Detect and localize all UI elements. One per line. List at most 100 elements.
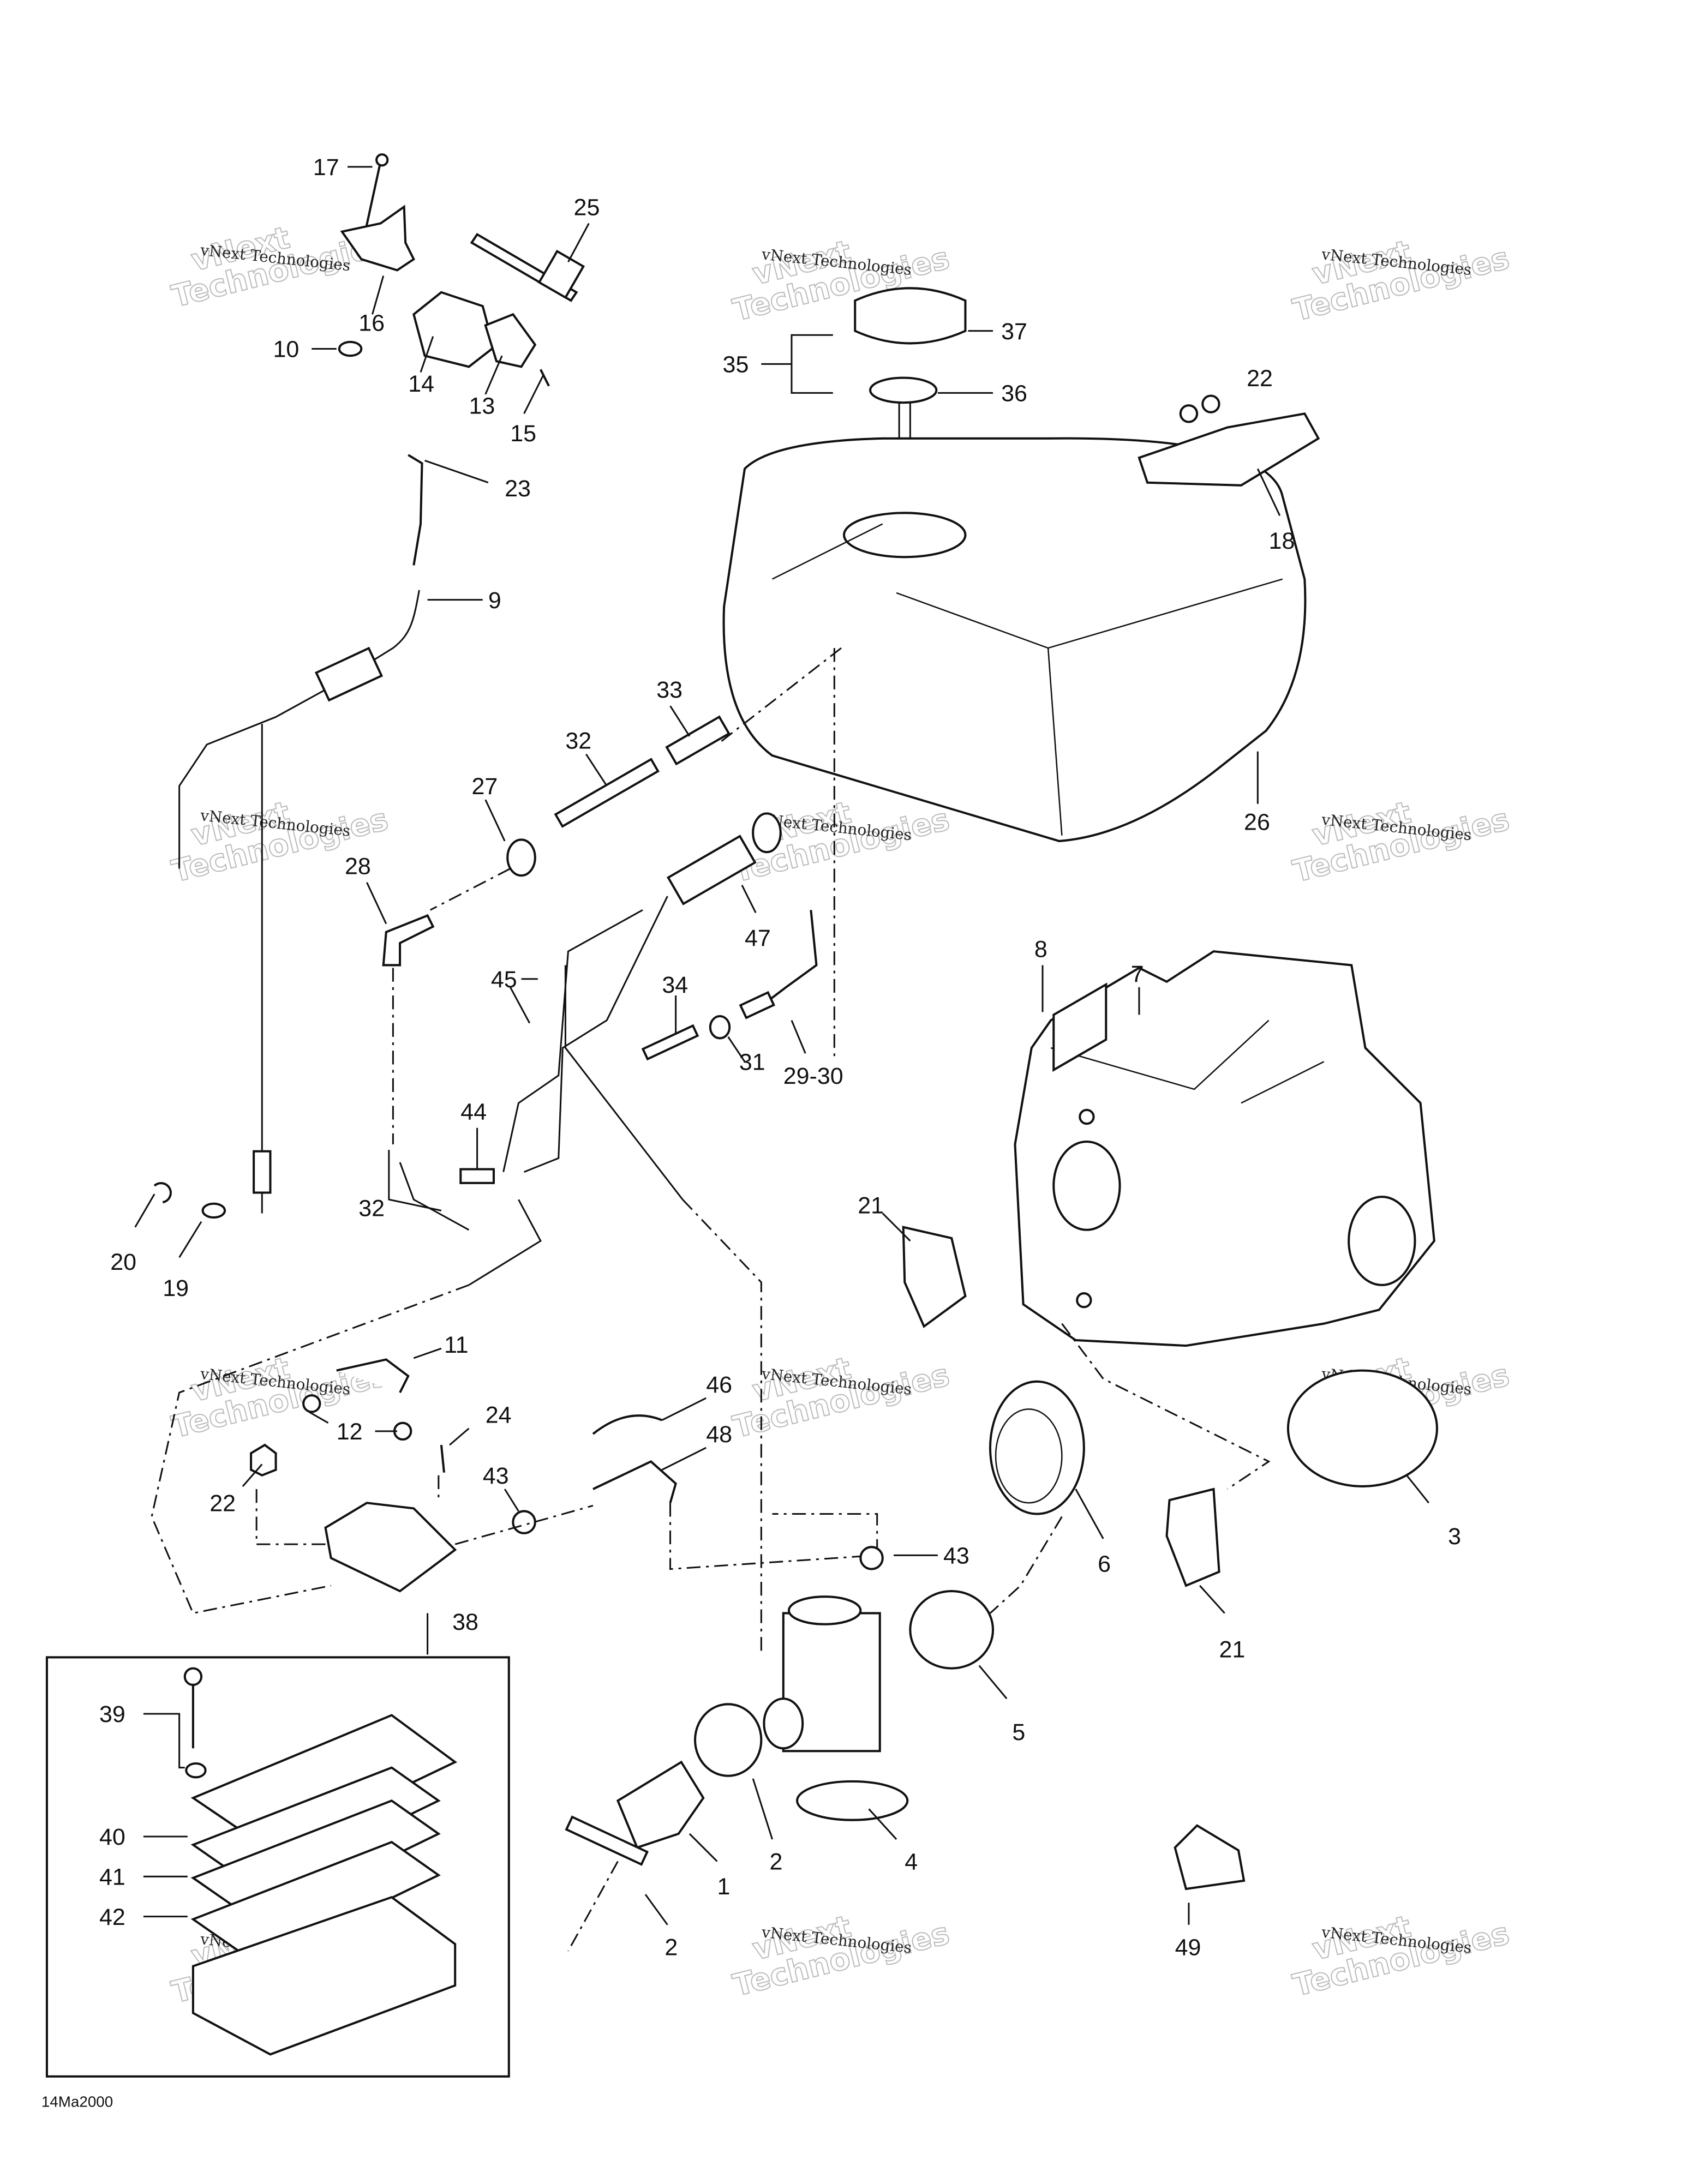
fitting-33 [665, 715, 731, 766]
label-2-lower[interactable]: 2 [665, 1934, 678, 1960]
label-49[interactable]: 49 [1175, 1934, 1201, 1960]
label-33[interactable]: 33 [656, 677, 683, 703]
nut-22c [250, 1443, 277, 1477]
label-26[interactable]: 26 [1244, 809, 1270, 836]
label-23[interactable]: 23 [505, 476, 531, 502]
label-39[interactable]: 39 [99, 1701, 125, 1727]
label-28[interactable]: 28 [345, 854, 371, 880]
nut-22a [1179, 404, 1199, 423]
label-4[interactable]: 4 [905, 1849, 918, 1875]
airbox-hole [1079, 1108, 1095, 1125]
screw-17 [363, 161, 382, 238]
label-3[interactable]: 3 [1448, 1523, 1461, 1550]
tee-44 [459, 1168, 495, 1184]
label-47[interactable]: 47 [745, 925, 771, 951]
label-20[interactable]: 20 [110, 1249, 136, 1275]
label-32-bottom[interactable]: 32 [358, 1196, 385, 1222]
screw-24 [440, 1444, 445, 1473]
label-6[interactable]: 6 [1098, 1551, 1111, 1577]
label-8[interactable]: 8 [1034, 936, 1047, 962]
label-18[interactable]: 18 [1269, 528, 1295, 554]
inset-frame [45, 1656, 510, 2078]
label-2-upper[interactable]: 2 [770, 1849, 783, 1875]
label-12[interactable]: 12 [337, 1419, 363, 1445]
label-16[interactable]: 16 [358, 310, 385, 337]
screw-15 [540, 369, 550, 387]
cable-9 [178, 590, 420, 869]
label-1[interactable]: 1 [717, 1874, 730, 1900]
gasket-42 [190, 1840, 441, 1965]
fuel-pump-inset [45, 1656, 510, 2078]
label-22-top[interactable]: 22 [1247, 365, 1273, 392]
label-5[interactable]: 5 [1012, 1719, 1025, 1745]
grommet-27 [506, 838, 536, 877]
assembly-line [1061, 1323, 1271, 1490]
label-40[interactable]: 40 [99, 1824, 125, 1850]
label-24[interactable]: 24 [486, 1402, 512, 1429]
label-43-right[interactable]: 43 [943, 1543, 969, 1569]
label-7[interactable]: 7 [1131, 961, 1144, 987]
clamp-5 [909, 1590, 995, 1670]
assembly-line [454, 1504, 594, 1545]
hose-45b [523, 896, 668, 1173]
airbox-7 [1014, 950, 1435, 1347]
label-44[interactable]: 44 [460, 1099, 487, 1125]
label-35[interactable]: 35 [723, 352, 749, 378]
label-46[interactable]: 46 [706, 1372, 732, 1398]
fuel-pump-38 [324, 1502, 457, 1593]
label-29-30[interactable]: 29-30 [783, 1063, 843, 1089]
leader-lines [134, 166, 1429, 1925]
label-34[interactable]: 34 [662, 972, 688, 998]
label-22-bottom[interactable]: 22 [209, 1490, 236, 1516]
label-9[interactable]: 9 [488, 587, 501, 614]
hose-32-lower-b [468, 1199, 542, 1286]
cap-37 [854, 287, 967, 345]
bracket-16 [340, 205, 415, 272]
fitting-29-30 [739, 991, 775, 1019]
clip-12a [302, 1394, 321, 1413]
label-15[interactable]: 15 [510, 421, 536, 447]
label-13[interactable]: 13 [469, 393, 495, 419]
label-42[interactable]: 42 [99, 1904, 125, 1930]
label-14[interactable]: 14 [408, 371, 434, 397]
label-25[interactable]: 25 [574, 194, 600, 220]
washer-19 [201, 1202, 226, 1219]
clamp-21b [1165, 1487, 1220, 1587]
label-19[interactable]: 19 [163, 1275, 189, 1301]
elbow-28 [382, 914, 435, 967]
label-38[interactable]: 38 [452, 1609, 478, 1635]
label-48[interactable]: 48 [706, 1421, 732, 1448]
label-21-top[interactable]: 21 [858, 1192, 884, 1219]
label-8 [1052, 982, 1108, 1072]
hose-45c [564, 965, 684, 1201]
clamp-43a [512, 1510, 536, 1534]
washer-39 [185, 1762, 207, 1779]
hose-32-lower [388, 1150, 442, 1211]
hose-48 [592, 1460, 677, 1503]
label-45[interactable]: 45 [491, 967, 517, 993]
carburetor-4 [763, 1595, 909, 1821]
label-27[interactable]: 27 [471, 773, 498, 800]
label-37[interactable]: 37 [1001, 319, 1027, 345]
carburetor-inlet [763, 1697, 804, 1750]
label-17[interactable]: 17 [313, 154, 339, 181]
cable-end-23 [408, 454, 423, 566]
diagram-code: 14Ma2000 [41, 2093, 113, 2110]
adapter-1 [616, 1760, 705, 1849]
label-21-bottom[interactable]: 21 [1219, 1636, 1246, 1663]
label-32-top[interactable]: 32 [565, 728, 591, 754]
hose-45a [502, 909, 643, 1172]
assembly-line [567, 1861, 619, 1952]
carburetor-top [787, 1595, 862, 1625]
fuel-tank-26 [722, 437, 1307, 842]
label-43-left[interactable]: 43 [483, 1463, 509, 1489]
connector-25 [537, 249, 585, 299]
label-10[interactable]: 10 [273, 337, 299, 363]
cable-junction [314, 646, 384, 702]
clamp-2b [565, 1815, 649, 1866]
label-31[interactable]: 31 [739, 1049, 765, 1076]
label-41[interactable]: 41 [99, 1864, 125, 1890]
label-36[interactable]: 36 [1001, 381, 1027, 407]
assembly-line [682, 1199, 762, 1655]
label-11[interactable]: 11 [444, 1332, 469, 1358]
